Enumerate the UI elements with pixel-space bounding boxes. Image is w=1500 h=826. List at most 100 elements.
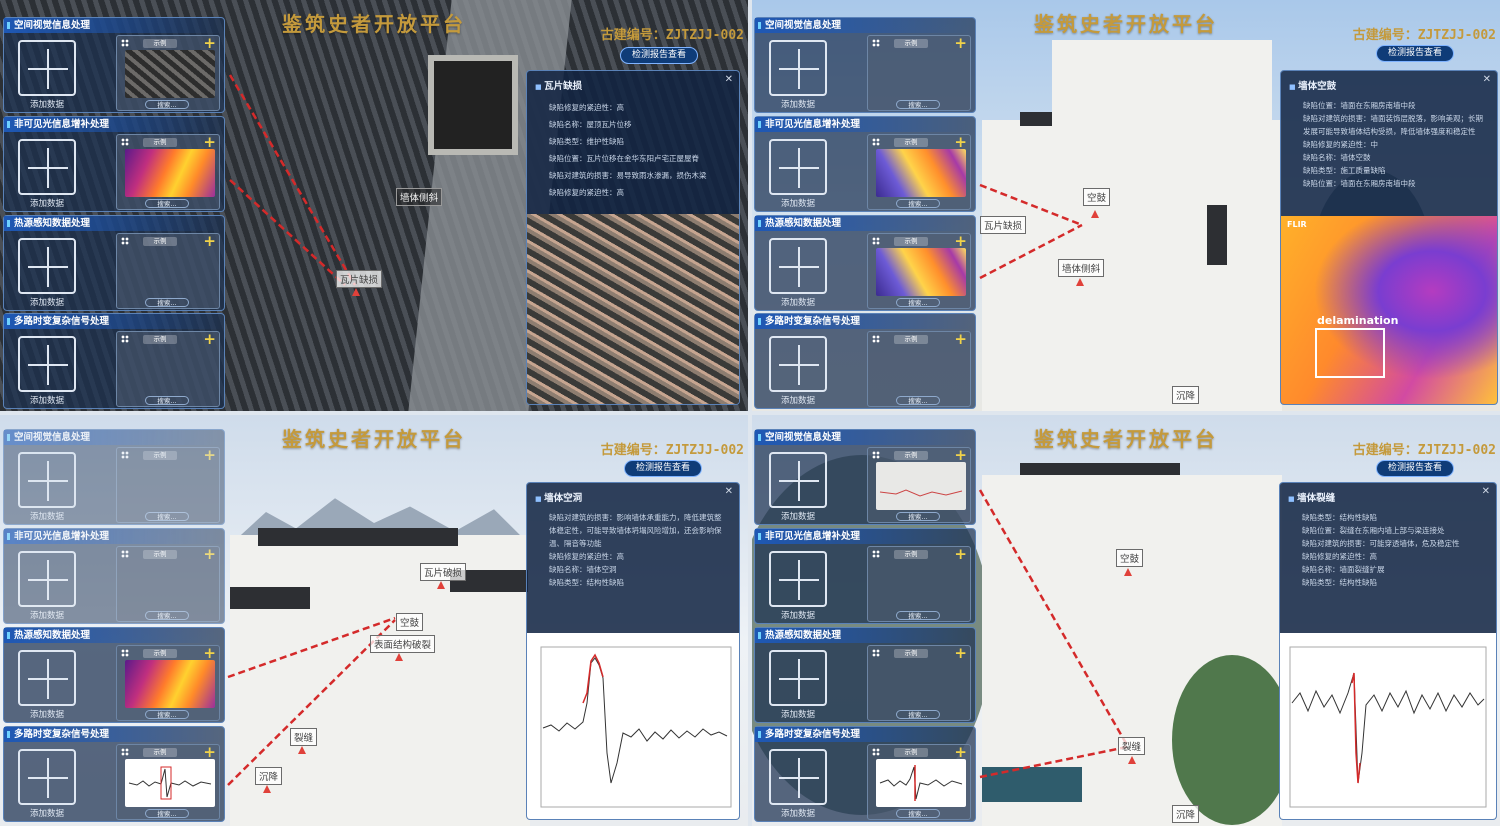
add-data-button[interactable] (18, 551, 76, 607)
defect-tag[interactable]: 空鼓 (1083, 188, 1111, 206)
add-icon[interactable]: + (203, 545, 216, 563)
add-icon[interactable]: + (954, 232, 967, 250)
search-button[interactable]: 搜索... (896, 611, 940, 620)
add-data-button[interactable] (769, 40, 827, 96)
example-thumbnail[interactable] (876, 759, 966, 807)
add-icon[interactable]: + (203, 232, 216, 250)
report-view-button[interactable]: 检测报告查看 (1376, 45, 1454, 62)
add-icon[interactable]: + (954, 446, 967, 464)
search-button[interactable]: 搜索... (145, 396, 189, 405)
defect-tag[interactable]: 表面结构破裂 (370, 635, 436, 653)
report-view-button[interactable]: 检测报告查看 (624, 460, 702, 477)
example-thumbnail[interactable] (876, 462, 966, 510)
add-icon[interactable]: + (954, 545, 967, 563)
add-icon[interactable]: + (203, 34, 216, 52)
defect-detail-panel: 墙体空洞 ✕ 缺陷对建筑的损害：影响墙体承重能力，降低建筑整体稳定性，可能导致墙… (526, 482, 740, 820)
search-button[interactable]: 搜索... (896, 100, 940, 109)
defect-tag[interactable]: 裂缝 (1118, 737, 1146, 755)
search-button[interactable]: 搜索... (896, 809, 940, 818)
search-button[interactable]: 搜索... (896, 298, 940, 307)
add-icon[interactable]: + (203, 133, 216, 151)
defect-tag[interactable]: 瓦片破损 (420, 563, 467, 581)
warning-icon[interactable] (1091, 210, 1099, 218)
search-button[interactable]: 搜索... (145, 710, 189, 719)
example-thumbnail[interactable] (876, 149, 966, 197)
panel-title: 多路时变复杂信号处理 (4, 314, 224, 329)
add-data-button[interactable] (769, 139, 827, 195)
add-data-button[interactable] (18, 336, 76, 392)
warning-icon[interactable] (1076, 278, 1084, 286)
add-icon[interactable]: + (203, 743, 216, 761)
search-button[interactable]: 搜索... (896, 199, 940, 208)
defect-tag[interactable]: 沉降 (1172, 386, 1200, 404)
add-data-button[interactable] (769, 551, 827, 607)
warning-icon[interactable] (437, 581, 445, 589)
defect-tag[interactable]: 墙体侧斜 (1058, 259, 1105, 277)
add-data-button[interactable] (769, 336, 827, 392)
add-data-button[interactable] (769, 749, 827, 805)
close-icon[interactable]: ✕ (724, 74, 733, 85)
add-icon[interactable]: + (954, 34, 967, 52)
add-icon[interactable]: + (954, 330, 967, 348)
platform-title: 鉴筑史者开放平台 (1034, 427, 1218, 451)
defect-tag[interactable]: 裂缝 (290, 728, 318, 746)
close-icon[interactable]: ✕ (724, 486, 733, 497)
warning-icon[interactable] (263, 785, 271, 793)
example-thumbnail[interactable] (125, 149, 215, 197)
report-view-button[interactable]: 检测报告查看 (1376, 460, 1454, 477)
search-button[interactable]: 搜索... (896, 710, 940, 719)
close-icon[interactable]: ✕ (1482, 74, 1491, 85)
defect-tag[interactable]: 瓦片缺损 (336, 270, 383, 288)
example-thumbnail-area: 示例 + 搜索... (116, 34, 220, 111)
warning-icon[interactable] (395, 653, 403, 661)
add-data-label: 添加数据 (780, 396, 815, 406)
search-button[interactable]: 搜索... (896, 512, 940, 521)
example-thumbnail[interactable] (125, 50, 215, 98)
add-icon[interactable]: + (954, 133, 967, 151)
add-data-button[interactable] (769, 650, 827, 706)
example-thumbnail[interactable] (876, 248, 966, 296)
add-data-button[interactable] (18, 40, 76, 96)
detail-title: 墙体空洞 (535, 490, 582, 504)
add-data-button[interactable] (769, 238, 827, 294)
add-data-button[interactable] (18, 749, 76, 805)
defect-tag[interactable]: 空鼓 (1116, 549, 1144, 567)
building-code: 古建编号：ZJTZJJ-002 (600, 443, 744, 458)
panel-title: 非可见光信息增补处理 (755, 117, 975, 132)
defect-tag[interactable]: 墙体侧斜 (396, 188, 443, 206)
add-icon[interactable]: + (954, 743, 967, 761)
add-data-button[interactable] (18, 452, 76, 508)
add-data-button[interactable] (18, 650, 76, 706)
add-icon[interactable]: + (954, 644, 967, 662)
search-button[interactable]: 搜索... (145, 199, 189, 208)
search-button[interactable]: 搜索... (145, 809, 189, 818)
search-button[interactable]: 搜索... (145, 298, 189, 307)
add-data-button[interactable] (769, 452, 827, 508)
warning-icon[interactable] (352, 288, 360, 296)
defect-tag[interactable]: 沉降 (255, 767, 283, 785)
warning-icon[interactable] (298, 746, 306, 754)
report-view-button[interactable]: 检测报告查看 (620, 47, 698, 64)
example-thumbnail[interactable] (125, 759, 215, 807)
example-tag: 示例 (143, 335, 177, 344)
defect-tag[interactable]: 瓦片缺损 (980, 216, 1027, 234)
warning-icon[interactable] (1128, 756, 1136, 764)
add-icon[interactable]: + (203, 330, 216, 348)
add-icon[interactable]: + (203, 644, 216, 662)
search-button[interactable]: 搜索... (145, 512, 189, 521)
search-button[interactable]: 搜索... (145, 100, 189, 109)
search-button[interactable]: 搜索... (896, 396, 940, 405)
add-icon[interactable]: + (203, 446, 216, 464)
example-thumbnail[interactable] (125, 660, 215, 708)
search-button[interactable]: 搜索... (145, 611, 189, 620)
defect-detail-panel: 墙体空鼓 ✕ 缺陷位置：墙面在东厢房南墙中段 缺陷对建筑的损害：墙面装饰层脱落，… (1280, 70, 1498, 405)
defect-tag[interactable]: 沉降 (1172, 805, 1200, 823)
add-data-button[interactable] (18, 139, 76, 195)
example-thumbnail-area: 示例 + 搜索... (867, 232, 971, 309)
example-tag: 示例 (894, 237, 928, 246)
panel-spatial-visual: 空间视觉信息处理 添加数据 示例 + 搜索... (754, 17, 976, 113)
add-data-button[interactable] (18, 238, 76, 294)
warning-icon[interactable] (1124, 568, 1132, 576)
close-icon[interactable]: ✕ (1481, 486, 1490, 497)
defect-tag[interactable]: 空鼓 (396, 613, 424, 631)
